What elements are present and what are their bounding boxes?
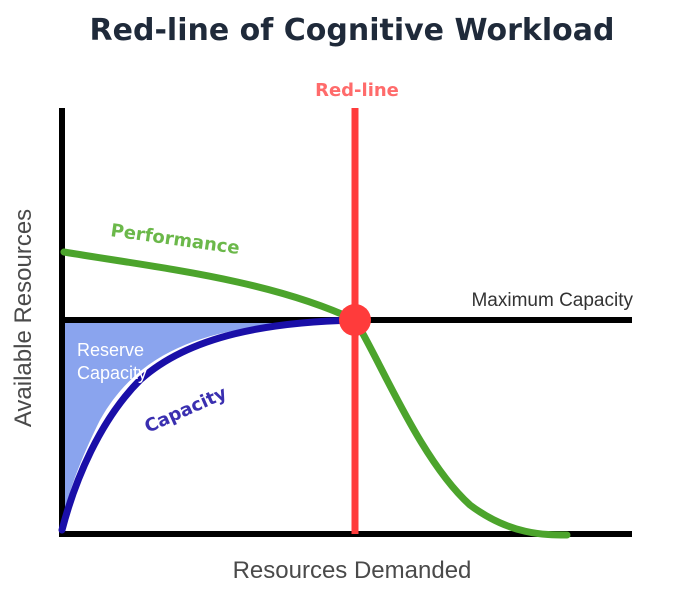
maximum-capacity-label: Maximum Capacity	[471, 290, 633, 311]
reserve-capacity-region	[62, 322, 355, 528]
redline-label: Red-line	[315, 80, 399, 101]
diagram-title: Red-line of Cognitive Workload	[90, 13, 615, 48]
y-axis-label: Available Resources	[10, 209, 37, 427]
performance-curve	[60, 248, 571, 539]
capacity-label: Capacity	[141, 383, 230, 438]
redline-intersection-point	[339, 304, 371, 336]
performance-label: Performance	[109, 220, 241, 259]
x-axis-label: Resources Demanded	[233, 557, 472, 584]
reserve-capacity-label-line1: Reserve	[77, 340, 144, 360]
reserve-capacity-label-line2: Capacity	[77, 363, 147, 383]
capacity-curve	[58, 316, 359, 534]
